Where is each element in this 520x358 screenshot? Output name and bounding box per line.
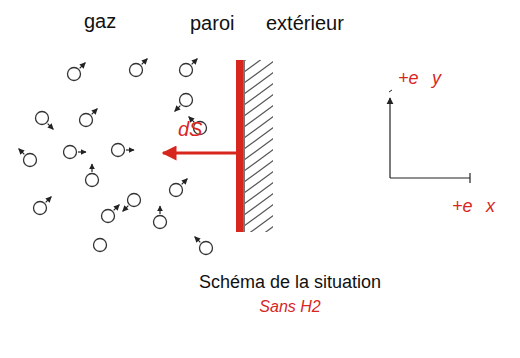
molecule-circle [86, 174, 99, 187]
hatch-line [244, 226, 273, 232]
vector-label: dS⃗ [178, 118, 217, 141]
molecule [19, 149, 37, 167]
velocity-arrow [159, 206, 160, 214]
wall-surface [236, 60, 243, 232]
hatch-line [244, 72, 273, 94]
molecule-circle [80, 114, 93, 127]
velocity-arrow [80, 63, 86, 69]
region-label: gaz [84, 10, 116, 33]
gas-molecules [19, 59, 213, 255]
molecule [130, 59, 148, 77]
hatch-line [244, 61, 273, 83]
hatch-line [244, 204, 273, 226]
hatch-line [244, 149, 273, 171]
hatch-line [244, 105, 273, 127]
hatch-line [244, 182, 273, 204]
molecule-circle [200, 242, 213, 255]
molecule [180, 59, 198, 77]
velocity-arrow [48, 124, 54, 130]
velocity-arrow [123, 206, 129, 212]
molecule-circle [24, 154, 37, 167]
velocity-arrow [142, 59, 148, 65]
molecule-circle [170, 184, 183, 197]
hatch-line [244, 138, 273, 160]
molecule-circle [36, 112, 49, 125]
molecule-circle [102, 210, 115, 223]
molecule [94, 239, 107, 252]
molecule-circle [64, 146, 77, 159]
y-axis [389, 98, 390, 178]
velocity-arrow [126, 149, 134, 150]
molecule [123, 194, 141, 212]
velocity-arrow [19, 149, 25, 155]
caption: Schéma de la situation [199, 272, 381, 293]
molecule-circle [128, 194, 141, 207]
hatch-line [244, 127, 273, 149]
velocity-arrow [114, 205, 120, 211]
region-label: extérieur [266, 12, 344, 35]
molecule-circle [130, 64, 143, 77]
molecule [36, 112, 54, 130]
hatch-line [244, 94, 273, 116]
molecule [170, 179, 188, 197]
molecule [68, 63, 86, 81]
hatch-line [244, 160, 273, 182]
molecule-circle [94, 239, 107, 252]
wall-edge [243, 60, 245, 232]
velocity-arrow [91, 164, 92, 172]
hatch-line [244, 171, 273, 193]
molecule [154, 206, 167, 229]
hatch-line [244, 116, 273, 138]
axis-label: +e⃗x [452, 196, 495, 217]
velocity-arrow [46, 197, 52, 203]
molecule-circle [154, 216, 167, 229]
molecule-circle [180, 64, 193, 77]
molecule [80, 109, 98, 127]
velocity-arrow [175, 106, 181, 112]
molecule [102, 205, 120, 223]
molecule [175, 94, 193, 112]
molecule [112, 144, 135, 157]
velocity-arrow [195, 237, 201, 243]
molecule [34, 197, 52, 215]
hatch-line [244, 83, 273, 105]
molecule [195, 237, 213, 255]
hatch-line [244, 193, 273, 215]
note-label: Sans H2 [259, 298, 320, 316]
velocity-arrow [78, 151, 86, 152]
velocity-arrow [182, 179, 188, 185]
wall-label: paroi [190, 12, 234, 35]
molecule-circle [34, 202, 47, 215]
axis-label: +e⃗y [398, 68, 441, 89]
molecule-circle [112, 144, 125, 157]
molecule [64, 146, 87, 159]
surface-vector [163, 152, 236, 155]
molecule [86, 164, 99, 187]
molecule-circle [68, 68, 81, 81]
x-axis [390, 177, 470, 178]
y-axis-tick [389, 90, 392, 92]
velocity-arrow [192, 59, 198, 65]
molecule-circle [180, 94, 193, 107]
hatch-line [244, 60, 273, 72]
x-axis-tick [469, 173, 470, 183]
wall-hatching [244, 60, 273, 232]
velocity-arrow [92, 109, 98, 115]
